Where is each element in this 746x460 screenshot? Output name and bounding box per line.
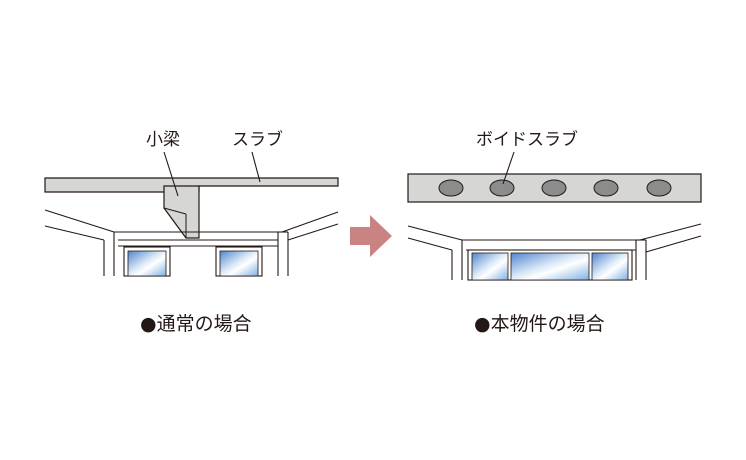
leader-slab: [251, 151, 261, 183]
void-holes: [438, 179, 672, 197]
leader-small-beam: [163, 151, 179, 197]
label-void-slab: ボイドスラブ: [476, 129, 578, 150]
comparison-arrow-icon: [350, 215, 392, 257]
leader-void-slab: [502, 151, 515, 185]
right-panel: ボイドスラブ ●本物件の場合: [407, 129, 702, 335]
label-slab: スラブ: [232, 129, 283, 150]
small-beam: [163, 185, 200, 239]
left-panel: 小梁 スラブ ●通常の場合: [44, 129, 339, 335]
left-room: [44, 209, 339, 276]
left-windows: [123, 246, 263, 277]
right-windows: [467, 249, 633, 281]
caption-conventional: ●通常の場合: [140, 313, 252, 335]
caption-this-property: ●本物件の場合: [474, 313, 605, 335]
label-small-beam: 小梁: [146, 130, 180, 150]
